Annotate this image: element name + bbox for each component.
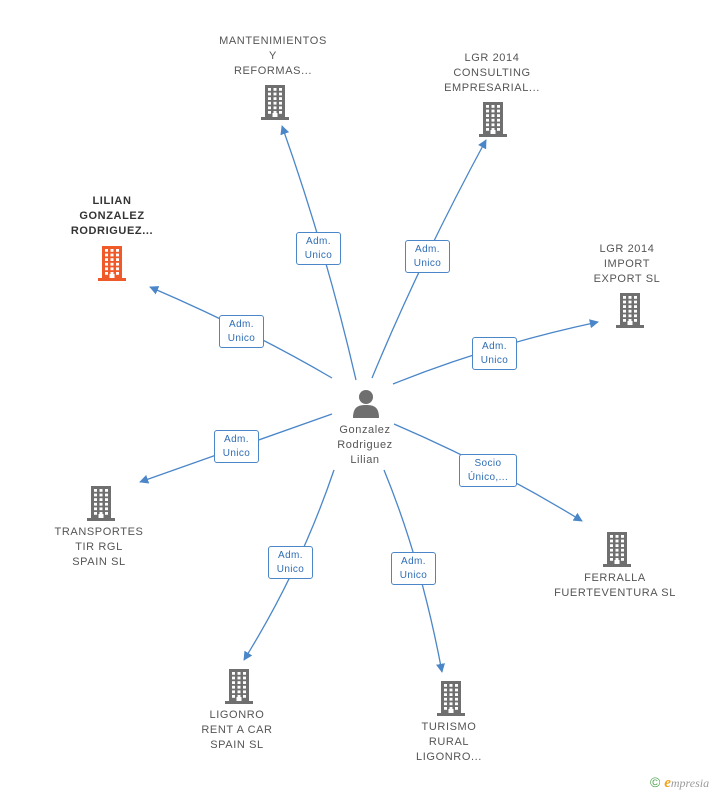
building-icon[interactable]	[85, 485, 117, 521]
building-icon[interactable]	[477, 101, 509, 137]
edge-label-lgr-import[interactable]: Adm.Unico	[472, 337, 517, 370]
company-label-transportes[interactable]: TRANSPORTES TIR RGL SPAIN SL	[54, 526, 144, 568]
center-person-label[interactable]: Gonzalez Rodriguez Lilian	[337, 424, 393, 466]
company-label-ferralla[interactable]: FERRALLA FUERTEVENTURA SL	[554, 572, 676, 599]
company-label-turismo[interactable]: TURISMO RURAL LIGONRO...	[416, 721, 482, 763]
empresia-logo: empresia	[664, 775, 710, 791]
company-label-ligonro-rent[interactable]: LIGONRO RENT A CAR SPAIN SL	[201, 709, 273, 751]
edge-label-lilian-gonzalez[interactable]: Adm.Unico	[219, 315, 264, 348]
empresia-watermark: © empresia	[650, 774, 709, 792]
edge-label-ligonro-rent[interactable]: Adm.Unico	[268, 546, 313, 579]
edge-label-mantenimientos[interactable]: Adm.Unico	[296, 232, 341, 265]
company-label-lgr-import[interactable]: LGR 2014 IMPORT EXPORT SL	[593, 243, 661, 285]
edge-label-transportes[interactable]: Adm.Unico	[214, 430, 259, 463]
building-icon[interactable]	[259, 84, 291, 120]
building-icon[interactable]	[223, 668, 255, 704]
building-icon[interactable]	[435, 680, 467, 716]
company-label-lilian-gonzalez[interactable]: LILIAN GONZALEZ RODRIGUEZ...	[70, 195, 154, 237]
building-icon[interactable]	[614, 292, 646, 328]
person-icon[interactable]	[350, 387, 382, 419]
company-label-lgr-consulting[interactable]: LGR 2014 CONSULTING EMPRESARIAL...	[444, 52, 540, 94]
building-icon[interactable]	[601, 531, 633, 567]
copyright-icon: ©	[650, 774, 661, 790]
edge-label-turismo[interactable]: Adm.Unico	[391, 552, 436, 585]
edge-label-lgr-consulting[interactable]: Adm.Unico	[405, 240, 450, 273]
building-icon-highlighted[interactable]	[96, 245, 128, 281]
company-label-mantenimientos[interactable]: MANTENIMIENTOS Y REFORMAS...	[219, 35, 327, 77]
